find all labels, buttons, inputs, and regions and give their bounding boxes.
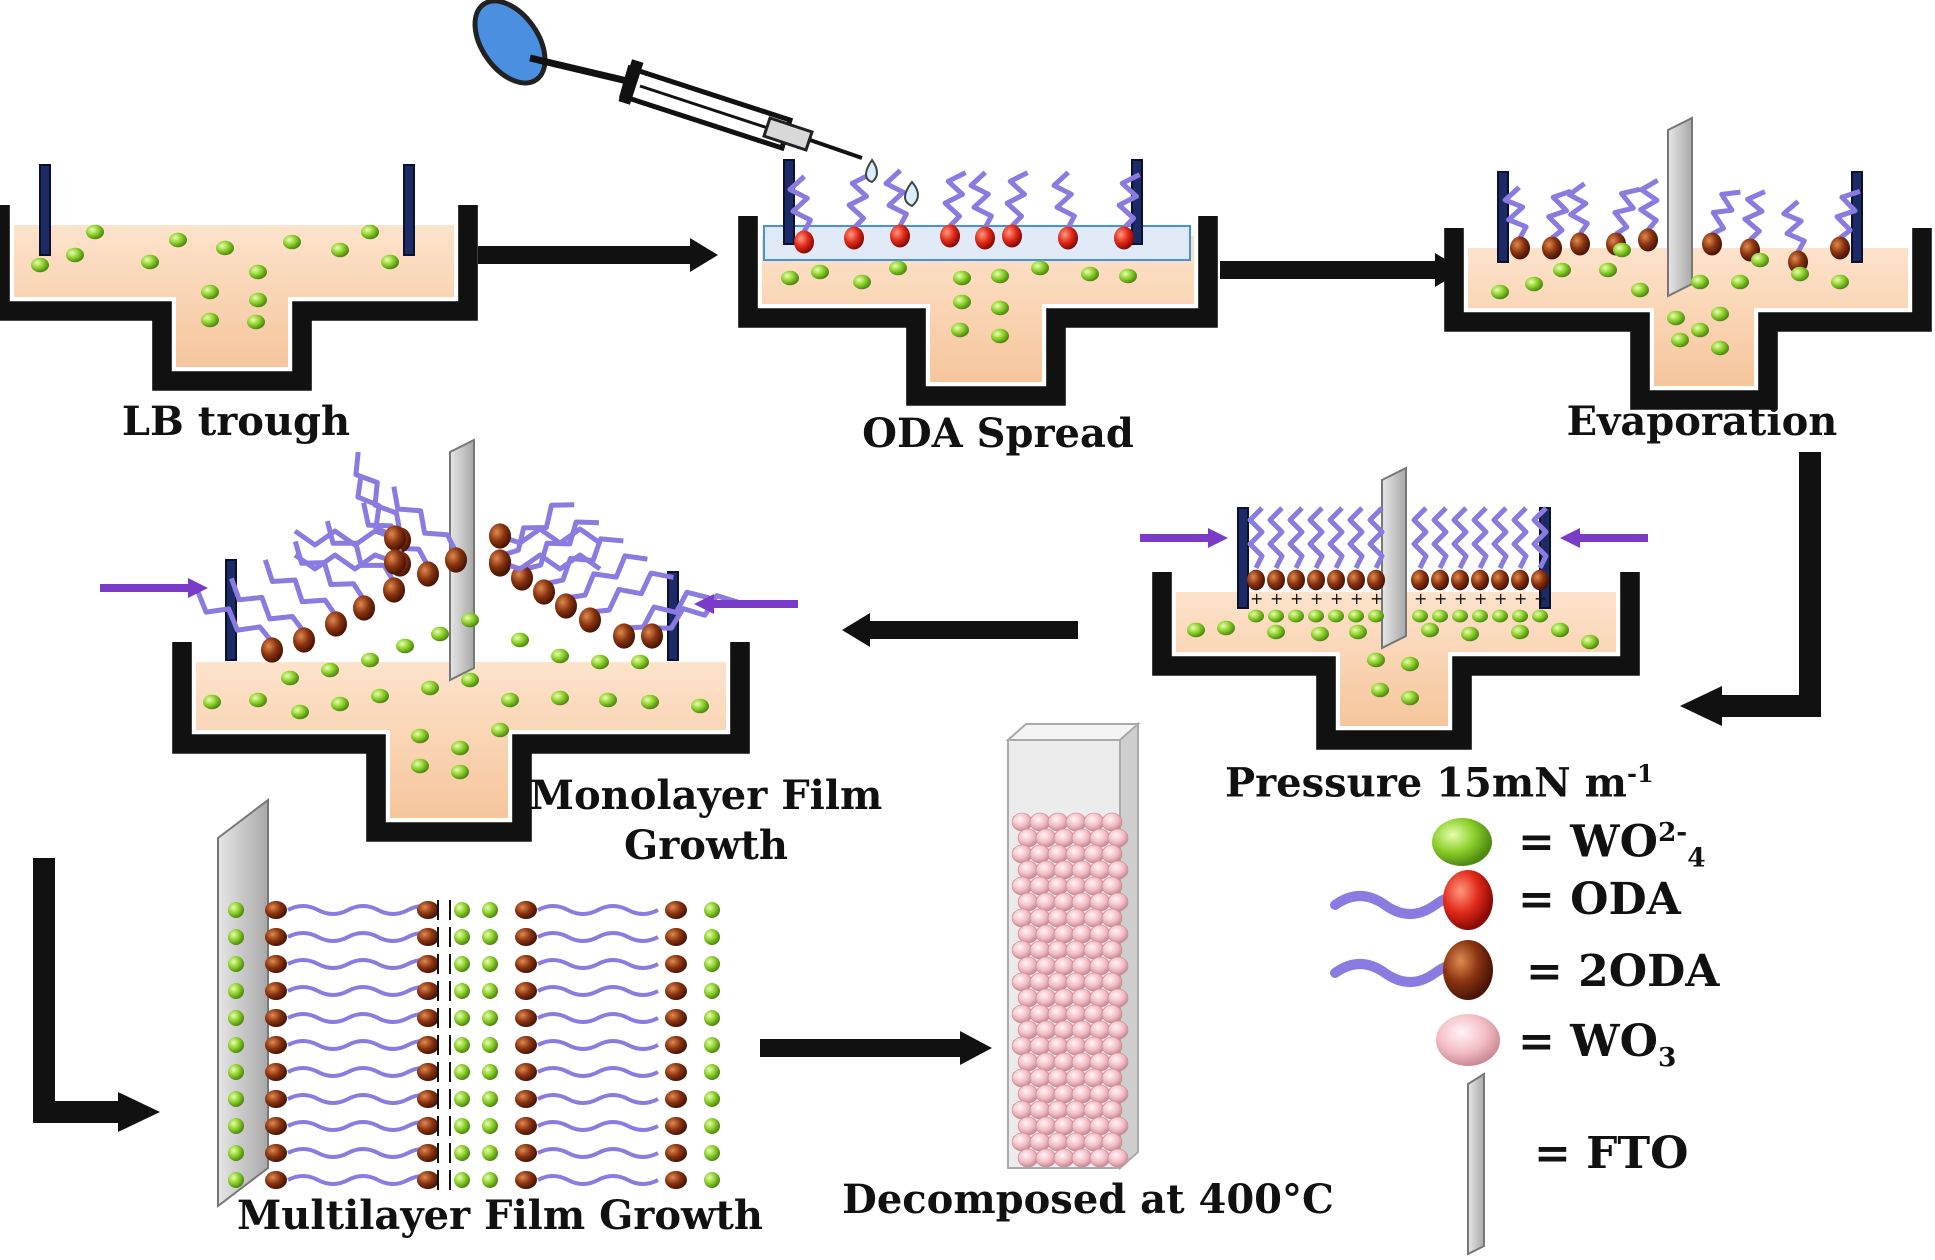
trough-lb: [0, 205, 478, 391]
process-arrows: [33, 238, 1821, 1132]
legend-wo4-sphere: [1432, 818, 1492, 866]
syringe-icon: [472, 0, 863, 160]
svg-text:+: +: [1270, 589, 1283, 608]
svg-text:+: +: [1474, 589, 1487, 608]
label-monolayer-line2: Growth: [624, 822, 788, 869]
svg-text:+: +: [1250, 589, 1263, 608]
arrow-multilayer-to-decomposed: [760, 1031, 992, 1065]
legend-2oda-label: = 2ODA: [1526, 946, 1720, 997]
svg-text:+: +: [1330, 589, 1343, 608]
arrow-oda-to-evaporation: [1220, 253, 1463, 287]
legend-wo3-label: = WO3: [1518, 1016, 1677, 1073]
svg-text:+: +: [1414, 589, 1427, 608]
svg-text:+: +: [1494, 589, 1507, 608]
label-pressure: Pressure 15mN m-1: [1225, 759, 1654, 807]
svg-text:+: +: [1290, 589, 1303, 608]
label-decomposed: Decomposed at 400°C: [842, 1176, 1334, 1223]
label-monolayer-line1: Monolayer Film: [529, 772, 883, 819]
fto-substrate: [217, 797, 269, 1209]
wo3-column: [1005, 721, 1141, 1171]
molecules: + + + + + + + + + + + + + +: [31, 116, 1863, 780]
legend-oda-label: = ODA: [1518, 874, 1681, 925]
arrow-lb-to-oda: [478, 238, 718, 272]
trough-pressure: [1152, 572, 1640, 750]
legend-fto-plate: [1467, 1072, 1485, 1256]
svg-text:+: +: [1534, 589, 1547, 608]
svg-text:+: +: [1434, 589, 1447, 608]
multilayer-film: [217, 797, 720, 1209]
compression-arrows: [100, 528, 1648, 614]
droplets: [865, 158, 919, 208]
label-oda-spread: ODA Spread: [862, 410, 1134, 457]
arrow-pressure-to-monolayer: [842, 613, 1078, 647]
arrow-monolayer-to-multilayer: [33, 858, 160, 1132]
label-evaporation: Evaporation: [1566, 398, 1838, 445]
trough-evaporation: [1444, 228, 1932, 410]
legend-wo3-sphere: [1436, 1014, 1500, 1066]
legend-2oda-head: [1443, 940, 1493, 1000]
legend-oda-head: [1443, 870, 1493, 930]
legend-fto-label: = FTO: [1534, 1128, 1689, 1179]
svg-text:+: +: [1370, 589, 1383, 608]
label-lb-trough: LB trough: [121, 398, 351, 445]
label-multilayer: Multilayer Film Growth: [237, 1192, 763, 1239]
svg-text:+: +: [1514, 589, 1527, 608]
legend-wo4-label: = WO2-4: [1518, 816, 1706, 874]
svg-text:+: +: [1310, 589, 1323, 608]
legend-graphics: [1330, 818, 1500, 1256]
trough-monolayer: [172, 642, 750, 842]
svg-text:+: +: [1350, 589, 1363, 608]
arrow-evaporation-to-pressure: [1680, 452, 1821, 726]
svg-text:+: +: [1454, 589, 1467, 608]
